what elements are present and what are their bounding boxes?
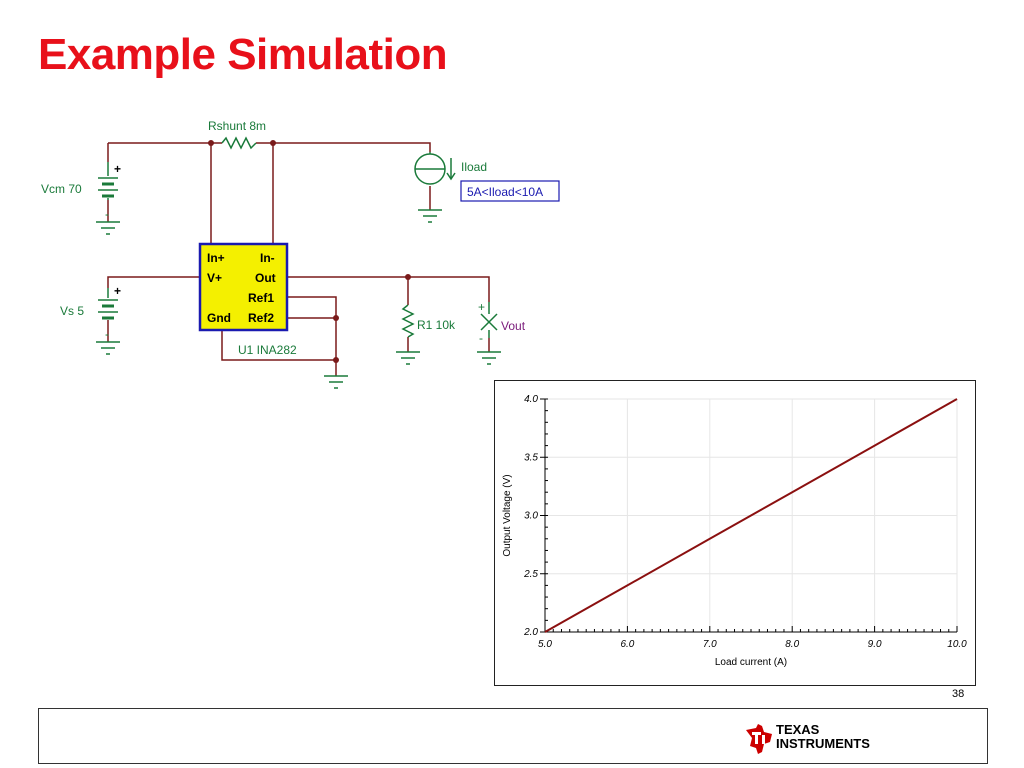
junction-dots — [208, 140, 411, 363]
brand-wordmark: Texas Instruments — [776, 723, 870, 751]
u1-label: U1 INA282 — [238, 343, 297, 357]
vcm-battery-icon — [98, 162, 118, 200]
current-source-icon — [414, 152, 456, 185]
iload-range-label: 5A<Iload<10A — [467, 185, 543, 199]
vout-plus-sign: + — [478, 300, 485, 314]
iload-range-box — [460, 180, 560, 202]
y-axis-label: Output Voltage (V) — [502, 474, 513, 556]
ground-icons — [96, 209, 501, 389]
x-tick-label: 7.0 — [703, 639, 717, 650]
page-number: 38 — [952, 688, 965, 700]
y-tick-label: 3.0 — [524, 511, 538, 522]
vout-minus-sign: - — [479, 331, 483, 345]
vs-plus-sign: + — [114, 284, 121, 298]
ina282-ic — [198, 242, 289, 332]
brand-line2: Instruments — [776, 736, 870, 751]
vs-battery-icon — [98, 288, 118, 320]
output-voltage-line — [544, 398, 958, 633]
pin-in-plus: In+ — [207, 251, 225, 265]
y-tick-label: 4.0 — [524, 394, 538, 405]
brand-line1: Texas — [776, 722, 820, 737]
rshunt-resistor-icon — [221, 136, 257, 150]
pin-ref1: Ref1 — [248, 291, 274, 305]
footer-bar — [38, 708, 988, 764]
vout-label: Vout — [501, 319, 526, 333]
vcm-minus-sign: - — [105, 207, 109, 221]
pin-out: Out — [255, 271, 276, 285]
x-tick-label: 10.0 — [947, 639, 967, 650]
page-title: Example Simulation — [38, 30, 448, 79]
vout-probe-icon — [480, 302, 498, 338]
x-tick-label: 5.0 — [538, 639, 552, 650]
r1-resistor-icon — [401, 304, 415, 338]
x-tick-label: 6.0 — [620, 639, 634, 650]
texas-instruments-logo-icon — [746, 724, 772, 754]
vcm-label: Vcm 70 — [41, 182, 82, 196]
pin-in-minus: In- — [260, 251, 275, 265]
vs-minus-sign: - — [105, 327, 109, 341]
r1-label: R1 10k — [417, 318, 456, 332]
pin-gnd: Gnd — [207, 311, 231, 325]
x-axis-label: Load current (A) — [715, 657, 787, 668]
vcm-plus-sign: + — [114, 162, 121, 176]
vs-label: Vs 5 — [60, 304, 84, 318]
x-tick-label: 9.0 — [868, 639, 882, 650]
y-tick-label: 3.5 — [524, 452, 538, 463]
pin-ref2: Ref2 — [248, 311, 274, 325]
rshunt-label: Rshunt 8m — [208, 119, 266, 133]
iload-label: Iload — [461, 160, 487, 174]
x-tick-label: 8.0 — [785, 639, 799, 650]
pin-v-plus: V+ — [207, 271, 222, 285]
wires — [107, 142, 490, 376]
y-tick-label: 2.5 — [523, 569, 538, 580]
y-tick-label: 2.0 — [523, 627, 538, 638]
